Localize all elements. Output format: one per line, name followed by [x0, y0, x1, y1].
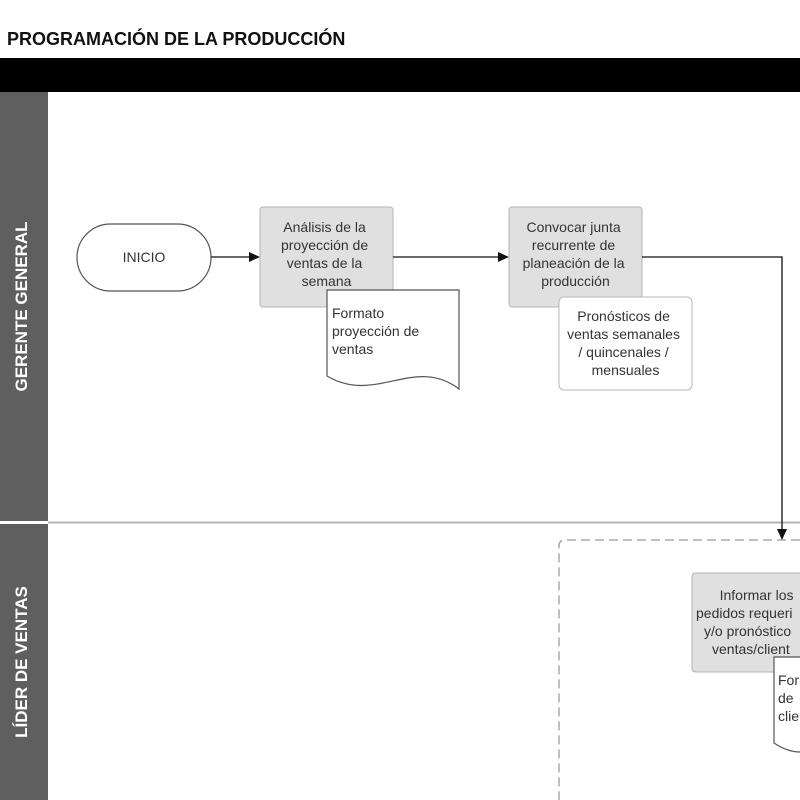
- terminator-inicio-label: INICIO: [123, 249, 166, 265]
- lane-gerente-general: GERENTE GENERAL: [0, 92, 48, 521]
- label-line: semana: [302, 273, 352, 289]
- label-line: INICIO: [123, 249, 166, 265]
- label-line: / quincenales /: [578, 344, 668, 360]
- label-line: proyección de: [281, 237, 368, 253]
- label-line: producción: [541, 273, 610, 289]
- label-line: Pronósticos de: [577, 308, 670, 324]
- lane-label-gerente-general: GERENTE GENERAL: [12, 221, 31, 391]
- label-line: y/o pronóstico: [704, 623, 791, 639]
- label-line: Convocar junta: [526, 219, 620, 235]
- label-line: de: [778, 690, 794, 706]
- label-line: ventas: [332, 341, 373, 357]
- label-line: proyección de: [332, 323, 419, 339]
- process-convocar-label: Convocar junta recurrente de planeación …: [523, 219, 629, 289]
- process-informar-box: [691, 572, 800, 673]
- note-pronosticos: Pronósticos de ventas semanales / quince…: [558, 296, 693, 391]
- page-title: PROGRAMACIÓN DE LA PRODUCCIÓN: [7, 28, 345, 49]
- label-line: mensuales: [592, 362, 660, 378]
- lane-header-lider-de-ventas: [0, 524, 48, 800]
- document-formato-proyeccion-label: Formato proyección de ventas: [332, 305, 423, 357]
- connector-analisis-convocar: [393, 252, 509, 262]
- lane-label-lider-de-ventas: LÍDER DE VENTAS: [12, 586, 31, 738]
- terminator-inicio: INICIO: [76, 223, 212, 292]
- process-informar-label: Informar los pedidos requeri y/o pronóst…: [696, 587, 797, 657]
- label-line: clie: [778, 708, 799, 724]
- label-line: ventas/client: [712, 641, 790, 657]
- dashed-group-container: [558, 539, 800, 800]
- label-line: recurrente de: [532, 237, 615, 253]
- label-line: For: [778, 672, 799, 688]
- label-line: ventas semanales: [567, 326, 680, 342]
- document-formato-proyeccion-shape: [326, 289, 460, 391]
- process-informar: Informar los pedidos requeri y/o pronóst…: [691, 572, 800, 673]
- label-line: Formato: [332, 305, 384, 321]
- document-formato-proyeccion: Formato proyección de ventas: [326, 289, 460, 391]
- connector-inicio-analisis: [211, 252, 260, 262]
- arrowhead-icon: [249, 252, 260, 262]
- process-analisis-label: Análisis de la proyección de ventas de l…: [281, 219, 372, 289]
- lane-lider-de-ventas: LÍDER DE VENTAS: [0, 524, 48, 800]
- connector-line: [642, 256, 783, 530]
- label-line: planeación de la: [523, 255, 625, 271]
- process-analisis: Análisis de la proyección de ventas de l…: [259, 206, 394, 308]
- document-formato-pedidos-shape: [773, 656, 800, 753]
- arrowhead-icon: [498, 252, 509, 262]
- label-line: Análisis de la: [283, 219, 366, 235]
- document-formato-pedidos: For de clie: [773, 656, 800, 753]
- label-line: pedidos requeri: [696, 605, 793, 621]
- label-line: Informar los: [720, 587, 794, 603]
- document-formato-pedidos-label: For de clie: [778, 672, 800, 724]
- process-convocar: Convocar junta recurrente de planeación …: [508, 206, 643, 308]
- arrowhead-icon: [777, 529, 787, 540]
- note-pronosticos-box: [558, 296, 693, 391]
- note-pronosticos-label: Pronósticos de ventas semanales / quince…: [567, 308, 684, 378]
- lane-header-gerente-general: [0, 92, 48, 521]
- label-line: ventas de la: [287, 255, 363, 271]
- title-bar: [0, 58, 800, 92]
- connector-convocar-informar: [642, 256, 787, 540]
